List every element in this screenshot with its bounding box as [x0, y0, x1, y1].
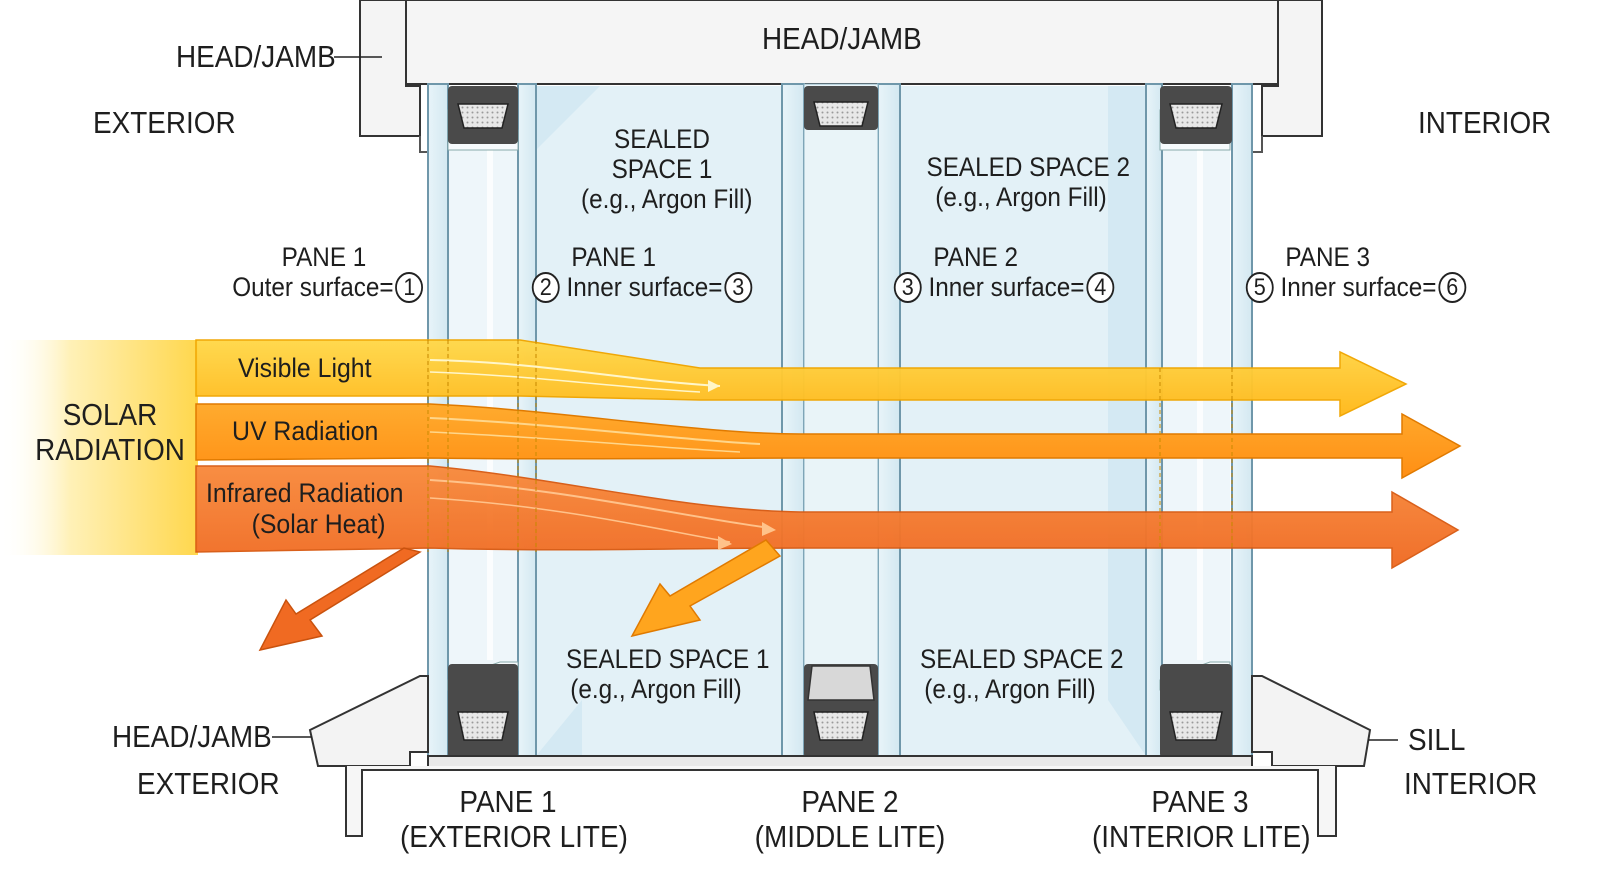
solar-source-glow [0, 340, 198, 555]
head-jamb-left-label: HEAD/JAMB [176, 39, 336, 74]
head-jamb-bottom-label: HEAD/JAMB [112, 719, 272, 754]
sill-label: SILL [1408, 722, 1466, 757]
visible-light-label: Visible Light [238, 353, 372, 383]
surface-number-1: 1 [395, 271, 424, 303]
leader-lines [272, 56, 1398, 741]
pane-3-glass-b [1231, 83, 1253, 759]
pane-3-bottom-label: PANE 3 (INTERIOR LITE) [1092, 784, 1311, 854]
infrared-radiation-label: Infrared Radiation (Solar Heat) [206, 478, 404, 540]
reflected-heat-arrow [258, 547, 422, 652]
surface-number-2: 2 [531, 271, 560, 303]
pane-3-inner-surface-label: PANE 3 5 Inner surface=6 [1244, 242, 1467, 305]
sealed-space-1-bottom: SEALED SPACE 1 (e.g., Argon Fill) [566, 644, 770, 705]
surface-number-3b: 3 [893, 271, 922, 303]
head-jamb-top-label: HEAD/JAMB [762, 21, 922, 56]
sealed-space-2-bottom: SEALED SPACE 2 (e.g., Argon Fill) [920, 644, 1124, 705]
surface-number-6: 6 [1438, 271, 1467, 303]
surface-number-4: 4 [1086, 271, 1115, 303]
uv-radiation-beam [195, 403, 1462, 480]
interior-bottom-label: INTERIOR [1404, 766, 1538, 801]
pane-1-inner-surface-label: PANE 1 2 Inner surface=3 [530, 242, 753, 305]
solar-radiation-label: SOLAR RADIATION [35, 397, 185, 467]
sealed-space-2-top: SEALED SPACE 2 (e.g., Argon Fill) [926, 152, 1130, 213]
exterior-bottom-label: EXTERIOR [137, 766, 280, 801]
pane-2-inner-surface-label: PANE 2 3 Inner surface=4 [892, 242, 1115, 305]
infrared-radiation-beam [195, 465, 1460, 570]
interior-top-label: INTERIOR [1418, 105, 1552, 140]
uv-radiation-label: UV Radiation [232, 416, 379, 446]
surface-markers [427, 340, 1233, 552]
visible-light-beam [195, 339, 1408, 418]
pane-1-outer-surface-label: PANE 1 Outer surface=1 [232, 242, 424, 305]
spacers [448, 86, 1232, 758]
pane-1-bottom-label: PANE 1 (EXTERIOR LITE) [400, 784, 628, 854]
reflected-heat-arrow-inner [630, 539, 782, 638]
surface-number-5: 5 [1245, 271, 1274, 303]
surface-number-3: 3 [724, 271, 753, 303]
pane-2-bottom-label: PANE 2 (MIDDLE LITE) [754, 784, 946, 854]
sealed-space-1-top: SEALED SPACE 1 (e.g., Argon Fill) [581, 124, 753, 215]
pane-2-glass-b [877, 83, 901, 759]
exterior-top-label: EXTERIOR [93, 105, 236, 140]
sill-frame [308, 675, 1372, 837]
pane-2-glass-a [781, 83, 805, 759]
